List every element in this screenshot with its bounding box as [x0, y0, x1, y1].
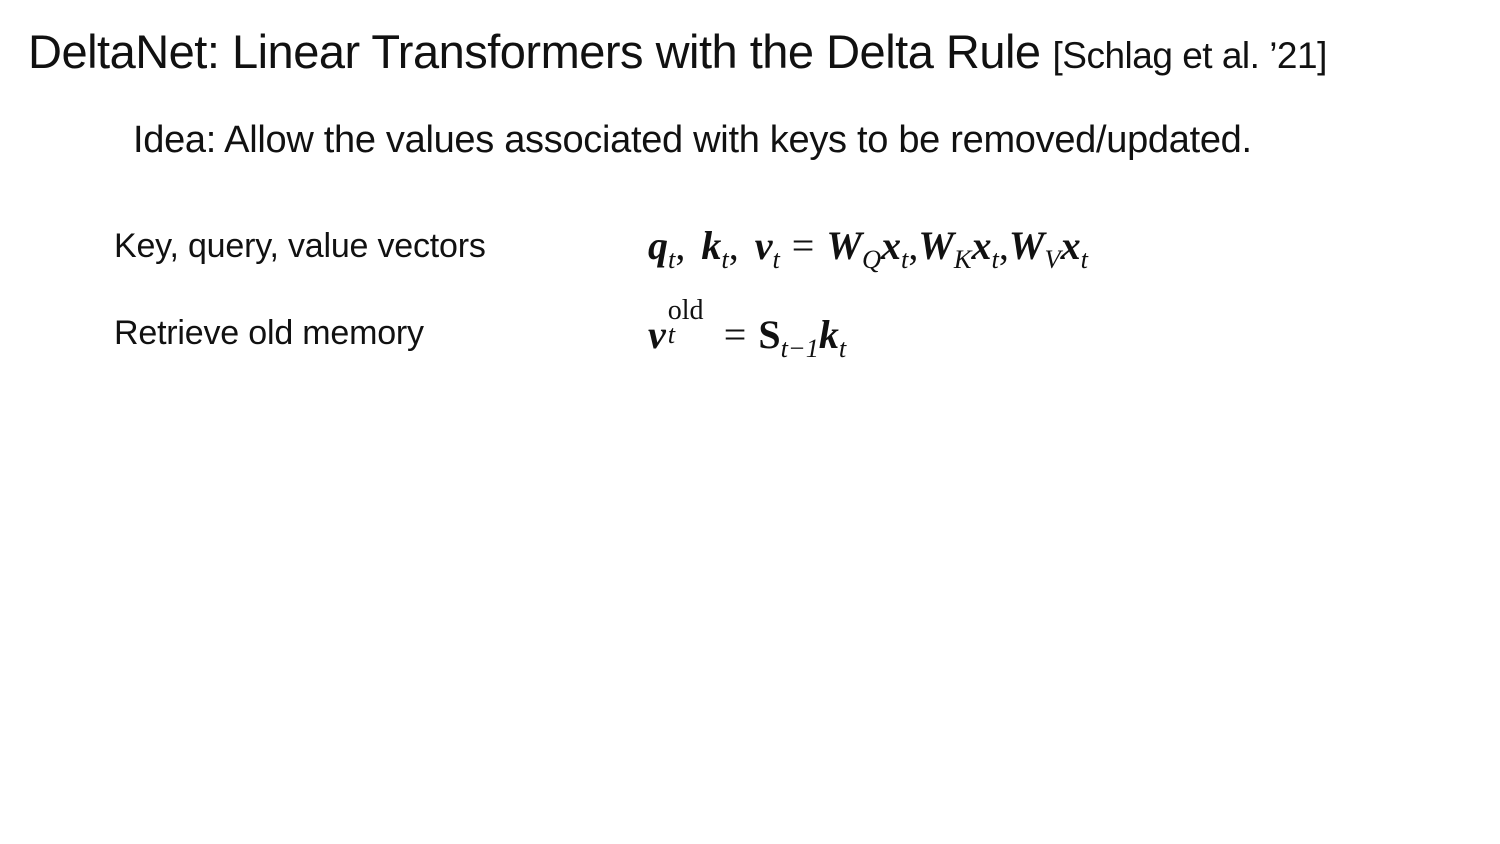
- math-q: q: [648, 223, 668, 268]
- math-k: k: [818, 312, 839, 357]
- math-k: k: [701, 223, 722, 268]
- math-W: W: [826, 223, 862, 268]
- math-comma: ,: [675, 223, 686, 268]
- math-sub-V: V: [1044, 244, 1061, 275]
- math-sub-t: t: [772, 244, 780, 275]
- slide-title: DeltaNet: Linear Transformers with the D…: [28, 24, 1327, 79]
- math-comma: ,: [998, 223, 1009, 268]
- math-sub-t: t: [838, 333, 847, 364]
- title-citation: [Schlag et al. ’21]: [1052, 35, 1328, 76]
- math-sub-t: t: [668, 244, 676, 275]
- math-x: x: [881, 223, 901, 268]
- math-x: x: [1060, 223, 1081, 268]
- math-sub-t-minus-1: t−1: [780, 333, 819, 364]
- math-sub-t: t: [667, 318, 676, 349]
- math-sub-Q: Q: [861, 244, 881, 275]
- math-sub-t: t: [901, 244, 909, 275]
- row-label-kqv: Key, query, value vectors: [114, 227, 486, 265]
- math-comma: ,: [728, 223, 739, 268]
- equation-kqv: qt, kt, vt=WQxt,WKxt,WVxt: [648, 222, 1088, 275]
- math-v: v: [754, 223, 773, 268]
- math-sub-t: t: [991, 244, 999, 275]
- math-sub-K: K: [953, 244, 972, 275]
- math-W: W: [918, 223, 954, 268]
- math-equals: =: [791, 223, 815, 268]
- math-v: v: [648, 312, 666, 357]
- math-sub-t: t: [721, 244, 729, 275]
- idea-statement: Idea: Allow the values associated with k…: [133, 119, 1252, 161]
- math-S: S: [758, 312, 781, 357]
- math-sub-t: t: [1080, 244, 1088, 275]
- row-label-retrieve: Retrieve old memory: [114, 314, 424, 352]
- math-comma: ,: [908, 223, 919, 268]
- math-sup-old: old: [667, 295, 704, 327]
- math-W: W: [1008, 223, 1045, 268]
- math-equals: =: [723, 312, 747, 357]
- title-text: DeltaNet: Linear Transformers with the D…: [28, 25, 1041, 78]
- math-x: x: [971, 223, 992, 268]
